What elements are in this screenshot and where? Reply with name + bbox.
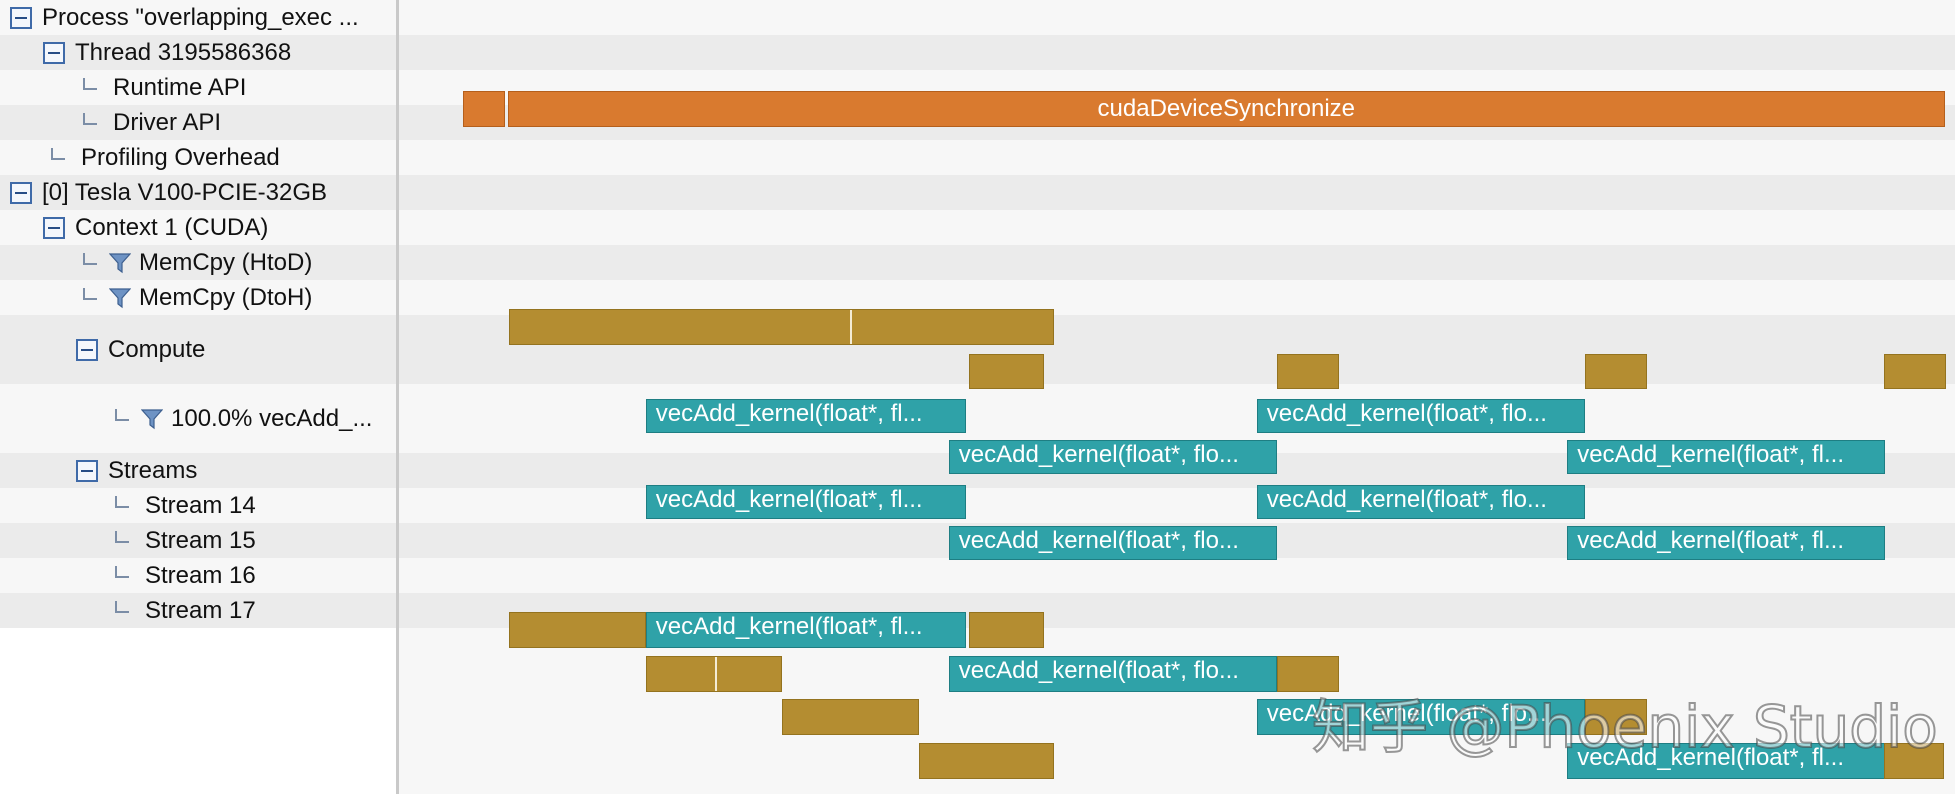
bar-separator (714, 656, 717, 691)
memcpy-bar[interactable] (1276, 354, 1339, 389)
tree-row-label: Stream 17 (145, 596, 256, 624)
kernel-bar[interactable]: vecAdd_kernel(float*, fl... (645, 612, 967, 649)
timeline-row (399, 140, 1955, 175)
timeline-row (399, 488, 1955, 523)
tree-row-label: Profiling Overhead (81, 143, 280, 171)
collapse-icon[interactable] (10, 181, 32, 204)
tree-row-memcpy-htod[interactable]: MemCpy (HtoD) (0, 245, 396, 280)
memcpy-bar[interactable] (645, 655, 782, 692)
tree-row-label: Runtime API (113, 73, 247, 101)
tree-row-label: Thread 3195586368 (75, 38, 292, 66)
tree-row-label: MemCpy (HtoD) (139, 248, 313, 276)
timeline-row (399, 245, 1955, 280)
api-call-label: cudaDeviceSynchronize (1097, 95, 1356, 123)
memcpy-bar[interactable] (968, 354, 1044, 389)
tree-row-vecadd-kernel[interactable]: 100.0% vecAdd_... (0, 384, 396, 453)
tree-row-process[interactable]: Process "overlapping_exec ... (0, 0, 396, 35)
tree-row-label: MemCpy (DtoH) (139, 283, 313, 311)
tree-branch-icon (51, 147, 65, 160)
tree-row-context[interactable]: Context 1 (CUDA) (0, 210, 396, 245)
tree-row-label: Process "overlapping_exec ... (42, 3, 359, 31)
tree-branch-icon (115, 565, 129, 578)
tree-row-label: Stream 16 (145, 561, 256, 589)
tree-row-label: Compute (108, 335, 206, 363)
kernel-bar[interactable]: vecAdd_kernel(float*, flo... (1256, 398, 1585, 433)
tree-row-stream-15[interactable]: Stream 15 (0, 523, 396, 558)
timeline-row (399, 35, 1955, 70)
memcpy-bar[interactable] (781, 699, 919, 736)
tree-row-streams[interactable]: Streams (0, 453, 396, 488)
kernel-bar[interactable]: vecAdd_kernel(float*, fl... (645, 398, 967, 433)
collapse-icon[interactable] (76, 338, 98, 361)
tree-branch-icon (83, 112, 97, 125)
kernel-bar[interactable]: vecAdd_kernel(float*, flo... (948, 526, 1277, 560)
tree-row-label: Context 1 (CUDA) (75, 213, 269, 241)
tree-row-stream-17[interactable]: Stream 17 (0, 593, 396, 628)
memcpy-bar[interactable] (918, 742, 1054, 779)
memcpy-bar[interactable] (508, 309, 1054, 346)
tree-row-runtime-api[interactable]: Runtime API (0, 70, 396, 105)
timeline-tree-panel: Process "overlapping_exec ... Thread 3195… (0, 0, 396, 794)
collapse-icon[interactable] (76, 459, 98, 482)
tree-branch-icon (83, 252, 97, 265)
tree-row-profiling-overhead[interactable]: Profiling Overhead (0, 140, 396, 175)
tree-row-label: Stream 14 (145, 491, 256, 519)
bar-separator (849, 310, 852, 345)
tree-branch-icon (115, 408, 129, 421)
memcpy-bar[interactable] (1584, 699, 1647, 736)
tree-row-label: Streams (108, 456, 198, 484)
tree-row-compute[interactable]: Compute (0, 315, 396, 384)
kernel-bar[interactable]: vecAdd_kernel(float*, fl... (1567, 742, 1886, 779)
timeline-row (399, 558, 1955, 593)
kernel-bar[interactable]: vecAdd_kernel(float*, flo... (1256, 484, 1585, 519)
filter-icon[interactable] (141, 408, 163, 430)
tree-row-label: Driver API (113, 108, 222, 136)
timeline-row (399, 210, 1955, 245)
tree-row-label: Stream 15 (145, 526, 256, 554)
timeline-row (399, 0, 1955, 35)
kernel-bar[interactable]: vecAdd_kernel(float*, fl... (645, 484, 967, 519)
collapse-icon[interactable] (43, 216, 65, 239)
tree-row-memcpy-dtoh[interactable]: MemCpy (DtoH) (0, 280, 396, 315)
collapse-icon[interactable] (10, 6, 32, 29)
memcpy-bar[interactable] (1883, 354, 1947, 389)
runtime-api-call[interactable]: cudaDeviceSynchronize (507, 91, 1946, 128)
kernel-bar[interactable]: vecAdd_kernel(float*, flo... (1256, 699, 1585, 736)
memcpy-bar[interactable] (1584, 354, 1647, 389)
tree-row-thread[interactable]: Thread 3195586368 (0, 35, 396, 70)
kernel-bar[interactable]: vecAdd_kernel(float*, flo... (948, 655, 1277, 692)
tree-branch-icon (83, 77, 97, 90)
runtime-api-call[interactable] (462, 91, 505, 128)
filter-icon[interactable] (109, 252, 131, 274)
tree-row-driver-api[interactable]: Driver API (0, 105, 396, 140)
timeline-panel: cudaDeviceSynchronize vecAdd_kernel(float… (399, 0, 1955, 794)
panel-splitter[interactable] (396, 0, 399, 794)
kernel-bar[interactable]: vecAdd_kernel(float*, fl... (1567, 440, 1886, 474)
tree-branch-icon (83, 287, 97, 300)
tree-row-label: [0] Tesla V100-PCIE-32GB (42, 178, 328, 206)
tree-branch-icon (115, 530, 129, 543)
tree-branch-icon (115, 495, 129, 508)
tree-row-stream-16[interactable]: Stream 16 (0, 558, 396, 593)
tree-row-stream-14[interactable]: Stream 14 (0, 488, 396, 523)
kernel-bar[interactable]: vecAdd_kernel(float*, flo... (948, 440, 1277, 474)
memcpy-bar[interactable] (968, 612, 1044, 649)
kernel-bar[interactable]: vecAdd_kernel(float*, fl... (1567, 526, 1886, 560)
memcpy-bar[interactable] (1276, 655, 1339, 692)
collapse-icon[interactable] (43, 41, 65, 64)
tree-branch-icon (115, 600, 129, 613)
memcpy-bar[interactable] (508, 612, 646, 649)
filter-icon[interactable] (109, 287, 131, 309)
memcpy-bar[interactable] (1883, 742, 1944, 779)
tree-row-device[interactable]: [0] Tesla V100-PCIE-32GB (0, 175, 396, 210)
tree-row-label: 100.0% vecAdd_... (171, 404, 373, 432)
timeline-row (399, 175, 1955, 210)
